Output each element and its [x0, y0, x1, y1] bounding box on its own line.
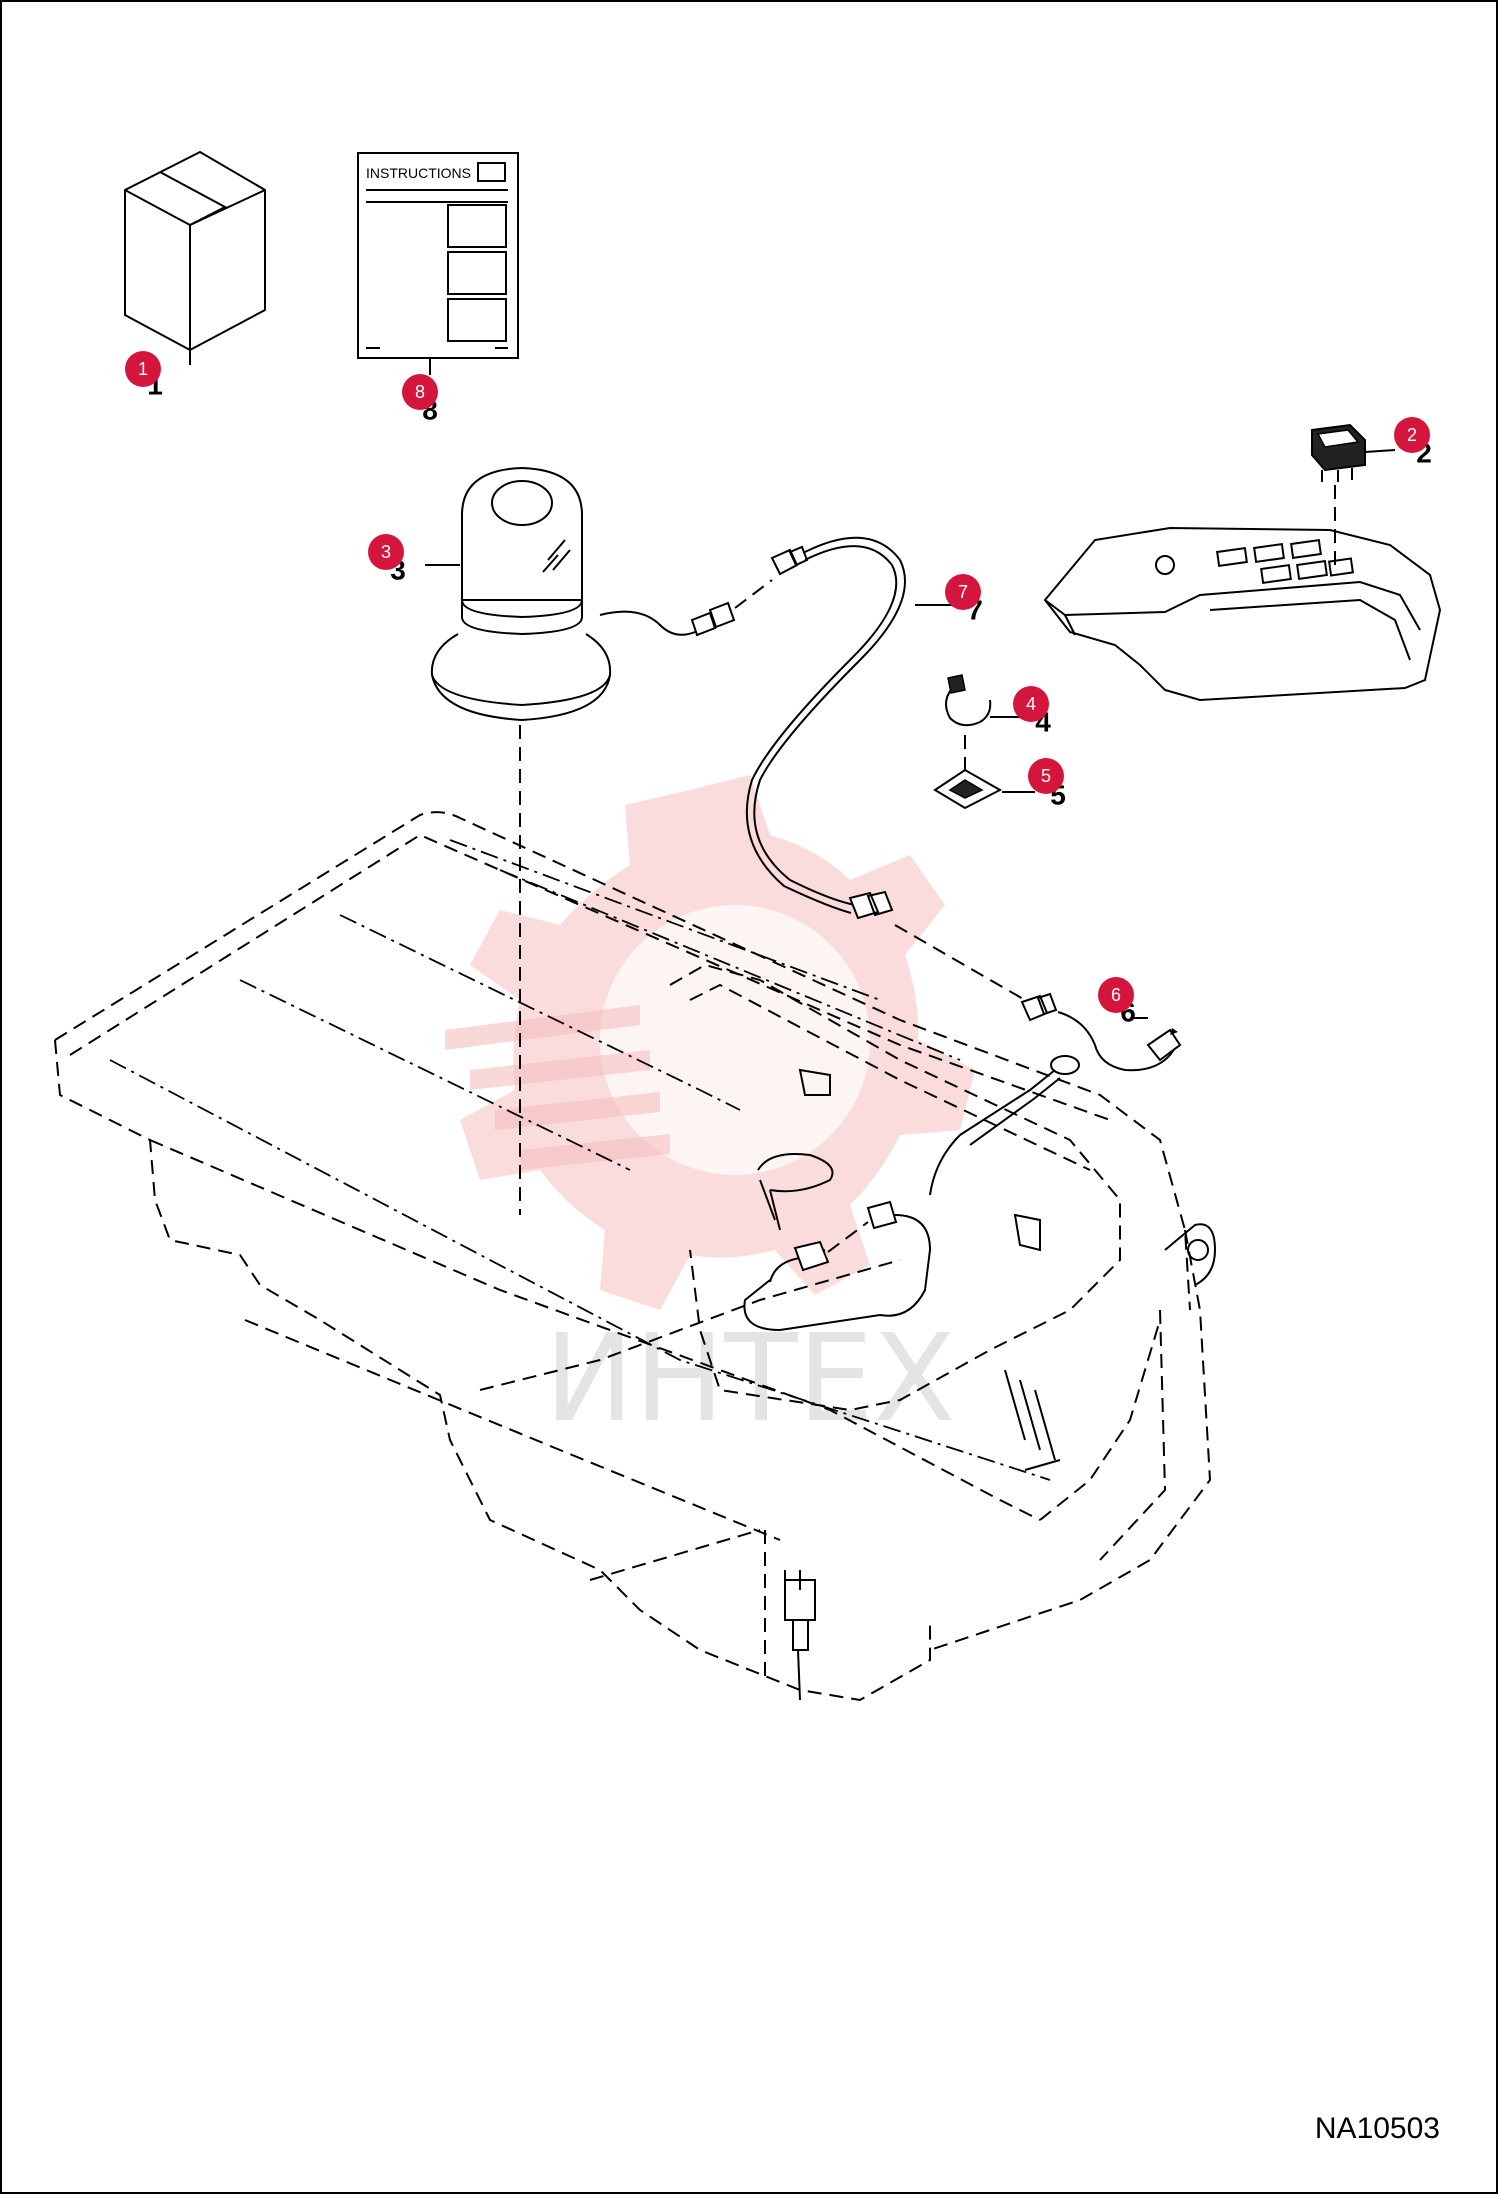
part-instructions-sheet: INSTRUCTIONS	[357, 152, 519, 375]
svg-text:6: 6	[1111, 985, 1121, 1005]
svg-text:8: 8	[415, 382, 425, 402]
callout-7: 7 7	[945, 574, 983, 626]
part-beacon-light	[425, 466, 736, 1215]
machine-outline	[54, 811, 1217, 1702]
callout-6: 6 6	[1098, 977, 1136, 1028]
svg-text:2: 2	[1407, 425, 1417, 445]
svg-text:4: 4	[1026, 694, 1036, 714]
callout-3: 3 3	[368, 534, 406, 586]
part-rocker-switch	[1311, 423, 1396, 570]
svg-text:3: 3	[381, 542, 391, 562]
callout-2: 2 2	[1394, 417, 1432, 469]
callout-4: 4 4	[1013, 686, 1051, 738]
part-cable-tie	[945, 674, 1020, 770]
part-harness-cable	[734, 536, 1026, 1001]
part-console-panel	[1043, 526, 1442, 702]
svg-text:7: 7	[958, 582, 968, 602]
watermark-text: ИНТЕХ	[544, 1310, 955, 1449]
callout-8: 8 8	[402, 374, 438, 426]
svg-text:5: 5	[1041, 766, 1051, 786]
instructions-label: INSTRUCTIONS	[366, 165, 471, 181]
svg-text:1: 1	[138, 359, 148, 379]
callout-5: 5 5	[1028, 758, 1066, 811]
callout-1: 1 1	[125, 351, 163, 401]
part-sub-harness	[959, 992, 1182, 1146]
figure-code: NA10503	[1314, 2112, 1440, 2145]
part-tie-mount	[933, 768, 1035, 810]
part-box-kit	[124, 150, 266, 365]
